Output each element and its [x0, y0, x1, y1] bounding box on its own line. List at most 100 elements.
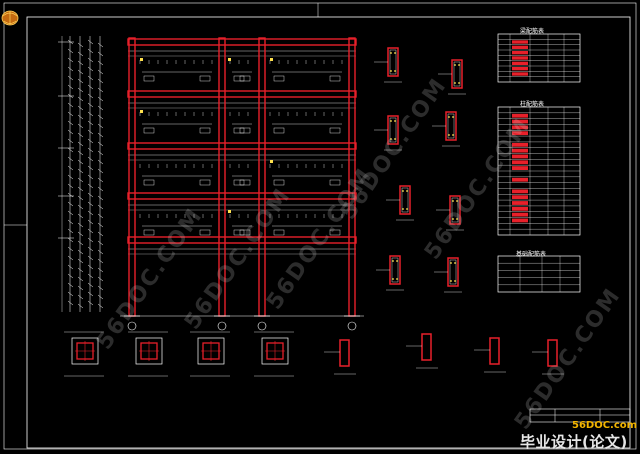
beam-section: [387, 115, 399, 145]
notation-tick: [67, 228, 74, 234]
beam-stirrup: [451, 197, 459, 223]
title-block: [529, 408, 631, 423]
beam-section: [389, 255, 401, 285]
rebar-tag: [199, 179, 211, 186]
column-section: [197, 337, 225, 365]
notation-tick: [77, 276, 84, 282]
beam-stirrup: [391, 257, 399, 283]
frame-beam: [127, 90, 357, 98]
notation-tick: [67, 264, 74, 270]
notation-tick: [87, 66, 94, 72]
beam-section: [547, 339, 558, 367]
column-schedule-highlight: [512, 166, 528, 170]
column-schedule-highlight: [512, 218, 528, 223]
rebar-dot: [456, 200, 458, 202]
rebar-tag: [273, 127, 285, 134]
notation-tick: [97, 177, 104, 183]
site-url[interactable]: 56DOC.com: [572, 420, 638, 431]
notation-tick: [67, 75, 74, 81]
notation-tick: [77, 123, 84, 129]
section-marker: [140, 110, 143, 113]
notation-tick: [67, 300, 74, 306]
rebar-dot: [450, 262, 452, 264]
notation-tick: [77, 150, 84, 156]
frame-column: [348, 37, 356, 317]
notation-tick: [67, 192, 74, 198]
beam-schedule-title: 梁配筋表: [520, 28, 545, 35]
rebar-tag: [273, 75, 285, 82]
notation-tick: [77, 51, 84, 57]
notation-tick: [77, 96, 84, 102]
rebar-dot: [390, 70, 392, 72]
notation-tick: [77, 105, 84, 111]
rebar-tag: [329, 179, 341, 186]
notation-tick: [97, 258, 104, 264]
notation-tick: [97, 213, 104, 219]
axis-bubble: [127, 321, 137, 331]
notation-tick: [67, 48, 74, 54]
beam-section: [445, 111, 457, 141]
notation-tick: [67, 84, 74, 90]
axis-bubble: [217, 321, 227, 331]
notation-tick: [97, 123, 104, 129]
column-schedule-highlight: [512, 189, 528, 194]
column-schedule-title: 柱配筋表: [520, 101, 545, 108]
notation-tick: [67, 201, 74, 207]
rebar-dot: [452, 116, 454, 118]
notation-tick: [87, 111, 94, 117]
notation-tick: [77, 213, 84, 219]
notation-tick: [67, 66, 74, 72]
notation-tick: [97, 285, 104, 291]
rebar-tag: [233, 127, 245, 134]
beam-section: [489, 337, 500, 365]
rebar-dot: [458, 64, 460, 66]
beam-stirrup: [453, 61, 461, 87]
notation-tick: [87, 84, 94, 90]
column-schedule-highlight: [512, 131, 528, 136]
frame-beam: [127, 236, 357, 244]
notation-tick: [87, 291, 94, 297]
rebar-tag: [143, 127, 155, 134]
beam-section: [421, 333, 432, 361]
notation-tick: [97, 222, 104, 228]
beam-stirrup: [389, 49, 397, 75]
notation-tick: [97, 249, 104, 255]
rebar-tag: [329, 229, 341, 236]
notation-tick: [97, 240, 104, 246]
column-schedule-highlight: [512, 154, 528, 159]
notation-tick: [67, 255, 74, 261]
notation-tick: [77, 159, 84, 165]
notation-tick: [97, 168, 104, 174]
notation-tick: [67, 273, 74, 279]
notation-tick: [87, 138, 94, 144]
notation-tick: [87, 174, 94, 180]
beam-stirrup: [447, 113, 455, 139]
notation-tick: [87, 147, 94, 153]
column-schedule-highlight: [512, 195, 528, 200]
column-schedule-highlight: [512, 148, 528, 153]
notation-tick: [77, 87, 84, 93]
notation-tick: [77, 168, 84, 174]
beam-section: [451, 59, 463, 89]
column-schedule-highlight: [512, 113, 528, 118]
notation-tick: [77, 303, 84, 309]
rebar-tag: [233, 179, 245, 186]
notation-tick: [87, 120, 94, 126]
notation-tick: [67, 156, 74, 162]
notation-tick: [97, 141, 104, 147]
notation-tick: [97, 267, 104, 273]
rebar-dot: [394, 120, 396, 122]
rebar-tag: [233, 75, 245, 82]
beam-schedule-highlight: [512, 72, 528, 76]
rebar-dot: [454, 64, 456, 66]
rebar-dot: [392, 260, 394, 262]
beam-stirrup: [449, 259, 457, 285]
beam-section: [387, 47, 399, 77]
notation-tick: [87, 228, 94, 234]
section-marker: [270, 58, 273, 61]
rebar-dot: [406, 208, 408, 210]
notation-tick: [77, 249, 84, 255]
notation-tick: [97, 87, 104, 93]
beam-stirrup: [401, 187, 409, 213]
